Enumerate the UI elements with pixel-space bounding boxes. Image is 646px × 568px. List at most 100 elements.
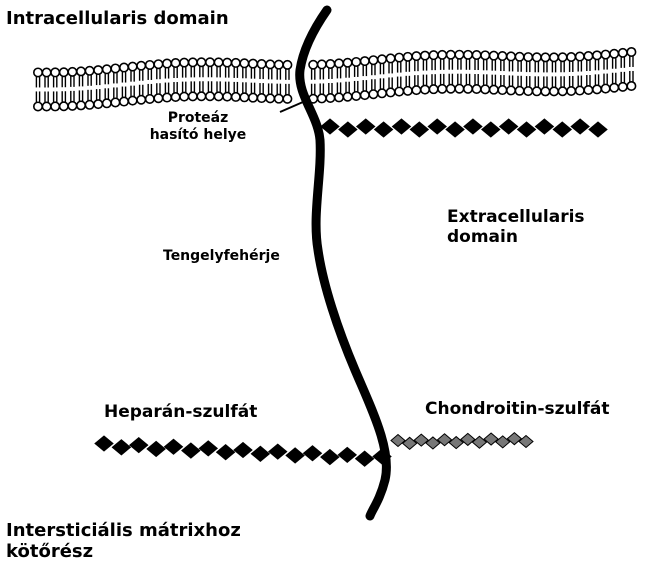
phospholipid (412, 52, 420, 71)
phospholipid (507, 75, 515, 94)
phospholipid (378, 55, 386, 74)
protease-site-label-line2: hasító helye (138, 127, 258, 144)
phospholipid (154, 83, 162, 102)
phospholipid (266, 83, 274, 102)
phospholipid (137, 62, 145, 81)
protease-site-label: Proteáz hasító helye (138, 110, 258, 143)
phospholipid (541, 53, 549, 72)
glycan-bead (482, 122, 500, 137)
glycan-bead (95, 436, 113, 451)
phospholipid (429, 74, 437, 93)
lipid-bilayer-membrane (34, 48, 636, 111)
phospholipid (455, 74, 463, 93)
phospholipid (103, 88, 111, 107)
phospholipid (550, 53, 558, 72)
phospholipid (421, 51, 429, 70)
phospholipid (249, 83, 257, 102)
phospholipid (120, 63, 128, 82)
phospholipid (318, 60, 326, 79)
phospholipid (232, 59, 240, 78)
phospholipid (85, 90, 93, 109)
phospholipid (257, 83, 265, 102)
phospholipid (240, 82, 248, 101)
phospholipid (541, 76, 549, 95)
glycan-bead (199, 441, 217, 456)
glycan-bead (217, 445, 235, 460)
phospholipid (34, 91, 42, 110)
chondroitin-sulfate-chain (391, 433, 533, 450)
phospholipid (472, 51, 480, 70)
phospholipid (498, 75, 506, 94)
phospholipid (77, 67, 85, 86)
phospholipid (283, 84, 291, 103)
glycan-bead (375, 122, 393, 137)
phospholipid (524, 53, 532, 72)
phospholipid (60, 91, 68, 110)
glycan-bead (321, 119, 339, 134)
glycan-bead (449, 437, 463, 449)
phospholipid (128, 62, 136, 81)
phospholipid (533, 53, 541, 72)
phospholipid (34, 68, 42, 87)
glycan-bead (426, 437, 440, 449)
phospholipid (335, 59, 343, 78)
phospholipid (584, 75, 592, 94)
phospholipid (438, 51, 446, 70)
glycan-bead (428, 119, 446, 134)
glycan-bead (484, 433, 498, 445)
phospholipid (524, 76, 532, 95)
phospholipid (447, 74, 455, 93)
phospholipid (163, 59, 171, 78)
glycan-bead (182, 443, 200, 458)
phospholipid (180, 58, 188, 77)
phospholipid (154, 60, 162, 79)
glycan-bead (304, 446, 322, 461)
phospholipid (627, 71, 635, 90)
extracellular-domain-label-line1: Extracellularis (447, 207, 585, 227)
phospholipid (490, 75, 498, 94)
phospholipid (498, 52, 506, 71)
phospholipid (266, 60, 274, 79)
protease-site-label-line1: Proteáz (138, 110, 258, 127)
phospholipid (438, 74, 446, 93)
phospholipid (77, 90, 85, 109)
glycan-bead (356, 451, 374, 466)
phospholipid (214, 81, 222, 100)
phospholipid (257, 60, 265, 79)
phospholipid (111, 87, 119, 106)
phospholipid (421, 75, 429, 94)
phospholipid (171, 59, 179, 78)
glycan-bead (112, 440, 130, 455)
glycan-bead (234, 443, 252, 458)
matrix-binding-label-line2: kötőrész (6, 541, 241, 562)
phospholipid (369, 56, 377, 75)
glycan-bead (391, 435, 405, 447)
phospholipid (593, 74, 601, 93)
phospholipid (189, 58, 197, 77)
phospholipid (94, 89, 102, 108)
phospholipid (593, 51, 601, 70)
phospholipid (455, 51, 463, 70)
phospholipid (481, 74, 489, 93)
phospholipid (146, 61, 154, 80)
matrix-binding-label: Intersticiális mátrixhoz kötőrész (6, 520, 241, 562)
phospholipid (447, 51, 455, 70)
phospholipid (275, 84, 283, 103)
phospholipid (619, 72, 627, 91)
heparan-sulfate-chain (95, 436, 391, 466)
phospholipid (223, 82, 231, 101)
phospholipid (533, 76, 541, 95)
extracellular-domain-label: Extracellularis domain (447, 207, 585, 247)
glycan-bead (553, 122, 571, 137)
glycan-bead (461, 433, 475, 445)
phospholipid (386, 54, 394, 73)
phospholipid (610, 73, 618, 92)
phospholipid (507, 52, 515, 71)
phospholipid (515, 76, 523, 95)
glycan-bead (339, 122, 357, 137)
phospholipid (576, 52, 584, 71)
phospholipid (386, 77, 394, 96)
phospholipid (395, 53, 403, 72)
phospholipid (369, 79, 377, 98)
